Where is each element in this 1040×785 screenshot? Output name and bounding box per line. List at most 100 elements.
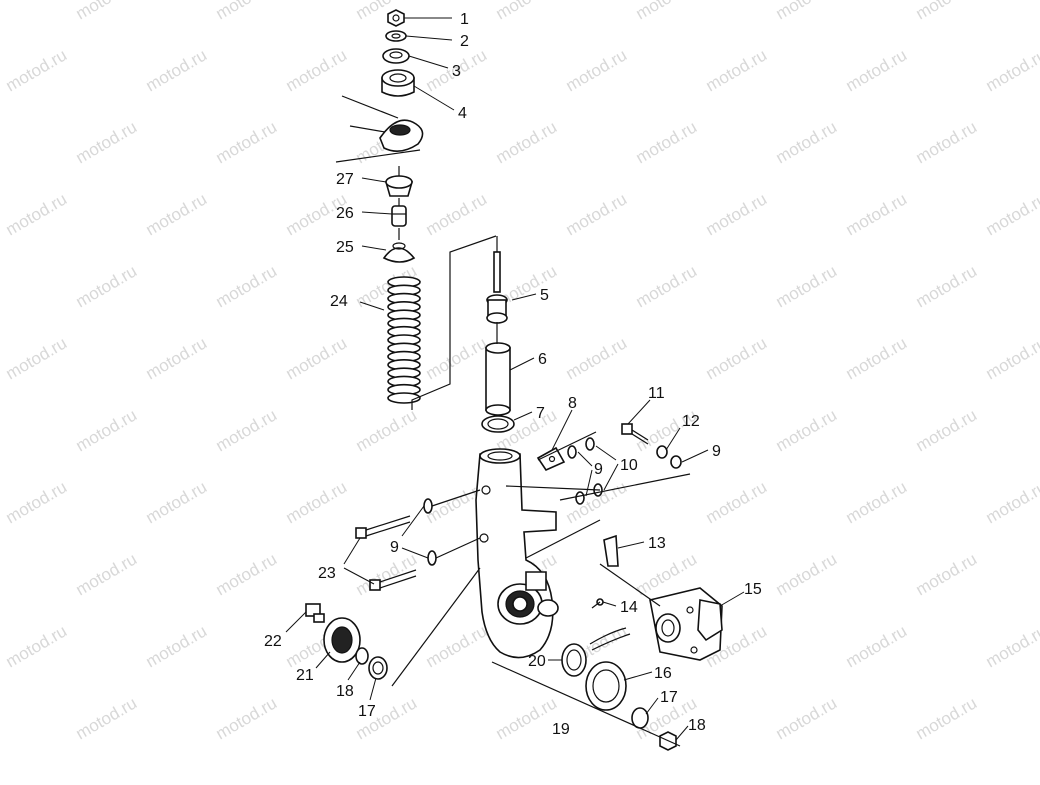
watermark-text: motod.ru [213,117,281,167]
watermark-text: motod.ru [3,45,71,95]
assembly-line-bolt-lower [436,538,480,558]
part-23-bolt-upper [356,516,410,538]
watermark-text: motod.ru [773,117,841,167]
part-5-strut-rod [487,236,507,323]
watermark-text: motod.ru [423,333,491,383]
watermark-text: motod.ru [773,405,841,455]
watermark-text: motod.ru [843,45,911,95]
part-8-plate [538,448,564,470]
callout-4: 4 [458,105,467,122]
watermark-text: motod.ru [983,45,1040,95]
watermark-text: motod.ru [843,333,911,383]
part-21-hub-seal [324,618,360,662]
watermark-text: motod.ru [3,333,71,383]
watermark-text: motod.ru [283,477,351,527]
callout-24: 24 [330,293,348,310]
watermark-text: motod.ru [563,189,631,239]
callout-25: 25 [336,239,354,256]
callout-22: 22 [264,633,282,650]
part-7-seal-ring [482,416,514,432]
part-9-washer-left-lower [428,551,436,565]
part-1-top-nut [388,10,404,26]
part-25-spring-seat [384,228,414,262]
callout-18-right: 18 [688,717,706,734]
part-27-jounce-cap [386,166,412,196]
watermark-text: motod.ru [913,693,981,743]
watermark-text: motod.ru [493,0,561,23]
watermark-text: motod.ru [843,621,911,671]
callout-9-right: 9 [712,443,721,460]
callout-1: 1 [460,11,469,28]
callout-21: 21 [296,667,314,684]
callout-20: 20 [528,653,546,670]
watermark-text: motod.ru [773,261,841,311]
watermark-text: motod.ru [703,333,771,383]
watermark-text: motod.ru [213,261,281,311]
part-17-washer-left [369,657,387,679]
watermark-text: motod.ru [633,117,701,167]
spring-coil [388,393,420,403]
watermark-text: motod.ru [493,693,561,743]
watermark-text: motod.ru [353,549,421,599]
callout-3: 3 [452,63,461,80]
watermark-text: motod.ru [143,45,211,95]
callout-2: 2 [460,33,469,50]
callout-7: 7 [536,405,545,422]
callout-9-left: 9 [390,539,399,556]
callout-16: 16 [654,665,672,682]
watermark-text: motod.ru [73,405,141,455]
watermark-text: motod.ru [73,117,141,167]
watermark-text: motod.ru [283,333,351,383]
part-19-group-bracket [492,662,680,746]
callout-10: 10 [620,457,638,474]
callout-14: 14 [620,599,638,616]
part-22-stud [306,604,324,622]
watermark-text: motod.ru [213,549,281,599]
watermark-text: motod.ru [353,0,421,23]
watermark-text: motod.ru [73,0,141,23]
part-13-wedge [604,536,618,566]
part-2-washer [386,31,406,41]
watermark-text: motod.ru [703,189,771,239]
part-3-bushing [383,49,409,63]
part-20-seal [562,644,586,676]
watermark-text: motod.ru [633,0,701,23]
watermark-text: motod.ru [493,117,561,167]
watermark-text: motod.ru [73,693,141,743]
watermark-text: motod.ru [143,621,211,671]
watermark-text: motod.ru [73,549,141,599]
watermark-text: motod.ru [143,477,211,527]
callout-27: 27 [336,171,354,188]
watermark-text: motod.ru [773,549,841,599]
callout-26: 26 [336,205,354,222]
watermark-text: motod.ru [3,189,71,239]
callout-5: 5 [540,287,549,304]
callout-15: 15 [744,581,762,598]
part-12-washer [657,446,667,458]
watermark-text: motod.ru [703,477,771,527]
watermark-text: motod.ru [983,333,1040,383]
part-9-washer-upper-b [576,492,584,504]
watermark-text: motod.ru [3,477,71,527]
watermark-text: motod.ru [983,477,1040,527]
watermark-text: motod.ru [913,405,981,455]
part-10-nut-upper-a [586,438,594,450]
watermark-text: motod.ru [633,261,701,311]
assembly-line-spring-strut [412,236,496,410]
callout-17-right: 17 [660,689,678,706]
callout-18-left: 18 [336,683,354,700]
part-6-strut-body [486,322,510,415]
part-18-nut-left [356,648,368,664]
watermark-text: motod.ru [213,0,281,23]
watermark-text: motod.ru [703,45,771,95]
watermark-text: motod.ru [983,621,1040,671]
watermark-text: motod.ru [213,693,281,743]
part-9-washer-right [671,456,681,468]
part-9-washer-left-upper [424,499,432,513]
part-9-washer-upper-a [568,446,576,458]
part-16-hub-drum [586,662,626,710]
watermark-text: motod.ru [913,117,981,167]
watermark-text: motod.ru [563,45,631,95]
part-24-coil-spring [388,277,420,403]
watermark-text: motod.ru [773,693,841,743]
